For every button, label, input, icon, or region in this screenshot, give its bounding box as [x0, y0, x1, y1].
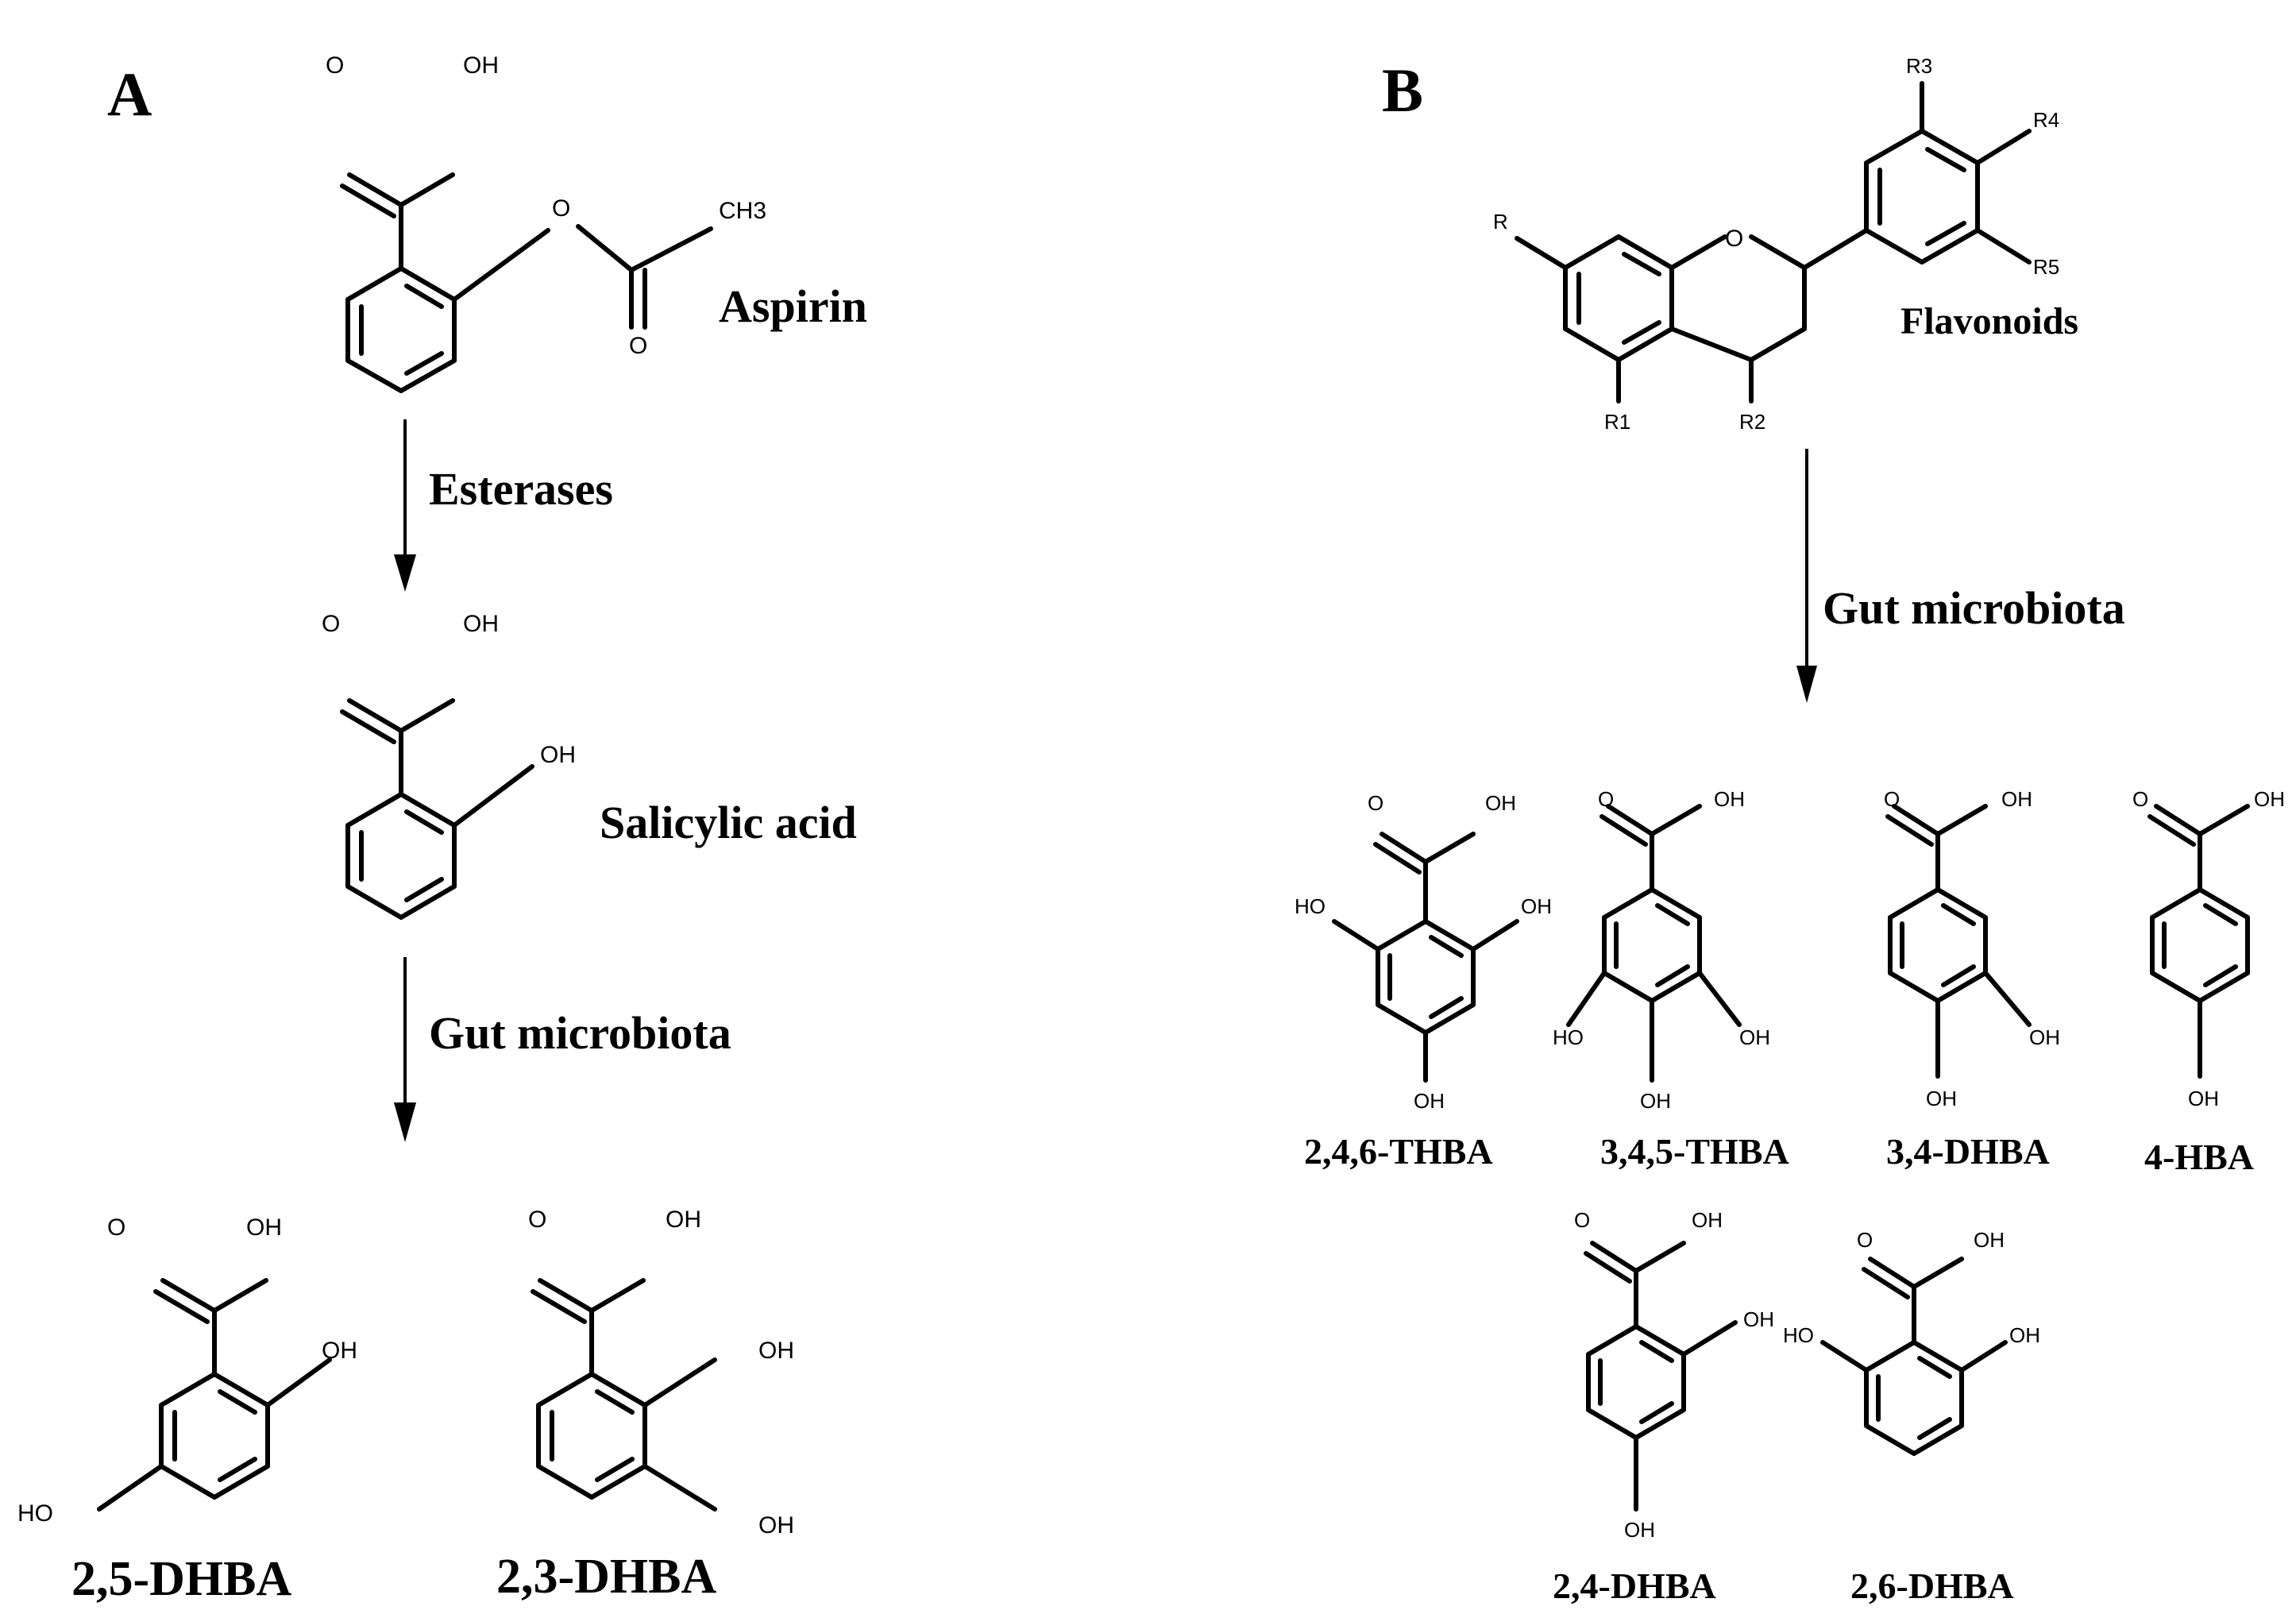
dhba-24-structure — [1584, 1241, 1738, 1512]
flavonoid-r3: R3 — [1906, 54, 1932, 78]
salicylic-carbonyl-o: O — [322, 611, 340, 637]
panel-b-letter: B — [1382, 56, 1423, 125]
dhba23-carbonyl-o: O — [528, 1207, 546, 1233]
thba246-oh-4: OH — [1414, 1089, 1445, 1113]
dhba26-carbonyl-o: O — [1857, 1228, 1873, 1252]
arrow-esterases — [394, 419, 416, 592]
dhba24-oh-4: OH — [1624, 1518, 1655, 1542]
dhba23-label: 2,3-DHBA — [496, 1550, 717, 1604]
dhba24-acid-oh: OH — [1692, 1208, 1723, 1232]
panel-a-letter: A — [107, 60, 152, 129]
thba345-ho-3: HO — [1553, 1025, 1584, 1049]
flavonoids-label: Flavonoids — [1900, 300, 2078, 342]
thba345-acid-oh: OH — [1714, 787, 1745, 811]
thba345-oh-5: OH — [1739, 1025, 1770, 1049]
esterases-label: Esterases — [429, 463, 613, 515]
flavonoid-ring-o: O — [1725, 226, 1743, 252]
thba-246-structure — [1332, 832, 1519, 1083]
hba4-carbonyl-o: O — [2132, 787, 2148, 811]
aspirin-ester-o: O — [552, 195, 570, 222]
arrow-gut-microbiota-b — [1796, 449, 1817, 703]
thba246-carbonyl-o: O — [1368, 791, 1383, 815]
aspirin-carbonyl-o: O — [326, 52, 344, 79]
dhba26-acid-oh: OH — [1974, 1228, 2005, 1252]
salicylic-acid-oh: OH — [463, 611, 499, 637]
aspirin-label: Aspirin — [719, 280, 867, 332]
thba345-oh-4: OH — [1640, 1089, 1671, 1113]
thba246-acid-oh: OH — [1485, 791, 1516, 815]
thba246-ho-2: HO — [1295, 894, 1326, 918]
gut-microbiota-label-a: Gut microbiota — [429, 1007, 731, 1059]
aspirin-acetyl-o: O — [629, 333, 647, 359]
dhba23-oh-2: OH — [758, 1338, 794, 1364]
gut-microbiota-label-b: Gut microbiota — [1823, 582, 2125, 634]
aspirin-oh: OH — [463, 52, 499, 79]
thba-345-structure — [1566, 804, 1742, 1083]
dhba34-carbonyl-o: O — [1884, 787, 1900, 811]
aspirin-structure — [340, 172, 713, 393]
thba345-carbonyl-o: O — [1598, 787, 1614, 811]
dhba25-acid-oh: OH — [246, 1214, 282, 1241]
dhba-23-structure — [531, 1278, 717, 1512]
dhba26-oh-6: OH — [2009, 1323, 2040, 1347]
flavonoid-r2: R2 — [1739, 410, 1765, 434]
hba4-oh-4: OH — [2188, 1087, 2219, 1110]
thba345-label: 3,4,5-THBA — [1600, 1131, 1789, 1172]
dhba-34-structure — [1885, 804, 2032, 1079]
aspirin-ch3: CH3 — [719, 198, 766, 224]
dhba34-acid-oh: OH — [2001, 787, 2032, 811]
dhba23-oh-3: OH — [758, 1512, 794, 1539]
salicylic-acid-structure — [340, 698, 534, 920]
flavonoid-r5: R5 — [2033, 255, 2059, 279]
dhba-26-structure — [1820, 1257, 2008, 1456]
dhba-25-structure — [97, 1278, 332, 1512]
dhba23-acid-oh: OH — [666, 1207, 701, 1233]
dhba26-label: 2,6-DHBA — [1850, 1566, 2014, 1606]
flavonoid-r: R — [1493, 210, 1508, 234]
flavonoid-r1: R1 — [1604, 410, 1630, 434]
dhba34-oh-3: OH — [2029, 1025, 2060, 1049]
dhba24-oh-2: OH — [1743, 1307, 1774, 1331]
dhba25-ho-5: HO — [17, 1500, 53, 1527]
dhba24-label: 2,4-DHBA — [1553, 1566, 1716, 1606]
dhba25-carbonyl-o: O — [107, 1214, 125, 1241]
thba246-label: 2,4,6-THBA — [1304, 1131, 1493, 1172]
dhba26-ho-2: HO — [1783, 1323, 1814, 1347]
dhba24-carbonyl-o: O — [1574, 1208, 1590, 1232]
dhba34-label: 3,4-DHBA — [1886, 1131, 2050, 1172]
hba4-label: 4-HBA — [2144, 1137, 2254, 1177]
arrow-gut-microbiota-a — [394, 957, 416, 1142]
hba-4-structure — [2147, 804, 2250, 1079]
flavonoid-r4: R4 — [2033, 108, 2059, 132]
flavonoid-structure — [1515, 81, 2032, 404]
dhba25-label: 2,5-DHBA — [71, 1552, 292, 1606]
salicylic-phenol-oh: OH — [540, 742, 576, 768]
thba246-oh-6: OH — [1521, 894, 1552, 918]
dhba34-oh-4: OH — [1926, 1087, 1957, 1110]
dhba25-oh-2: OH — [322, 1338, 357, 1364]
hba4-acid-oh: OH — [2254, 787, 2285, 811]
salicylic-acid-label: Salicylic acid — [600, 797, 857, 848]
